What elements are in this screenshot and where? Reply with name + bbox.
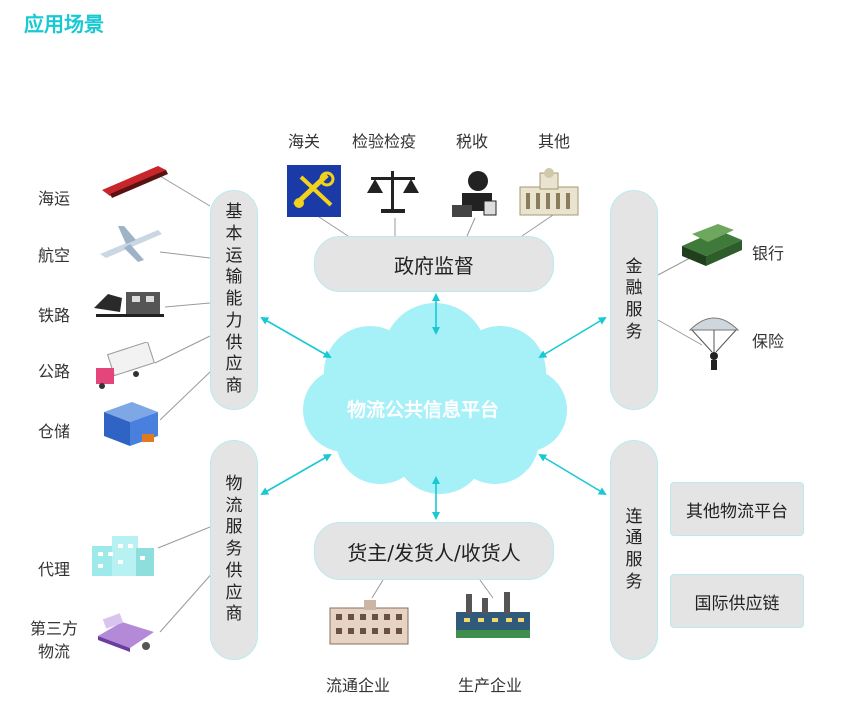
basic-transport-supplier-pill: 基 本 运 输 能 力 供 应 商 <box>210 190 258 410</box>
pill-char: 本 <box>225 223 243 244</box>
pill-char: 力 <box>225 310 243 331</box>
pill-char: 基 <box>225 202 243 223</box>
other-logistics-platform-box: 其他物流平台 <box>670 482 804 536</box>
warehouse-label: 仓储 <box>38 422 71 441</box>
pill-char: 金 <box>625 256 643 277</box>
logistics-label: 物流 <box>38 642 71 661</box>
transport-connectors <box>154 175 211 421</box>
government-supervision-label: 政府监督 <box>394 253 474 278</box>
pill-char: 连 <box>625 506 643 527</box>
distribution-enterprise-label: 流通企业 <box>326 676 391 695</box>
pill-char: 通 <box>625 528 643 549</box>
pill-char: 务 <box>225 539 243 560</box>
other-logistics-platform-label: 其他物流平台 <box>686 501 788 522</box>
ship-icon <box>102 166 168 198</box>
airplane-icon <box>100 226 162 262</box>
sea-transport-label: 海运 <box>38 189 71 208</box>
platform-label: 物流公共信息平台 <box>347 399 500 421</box>
shipper-label: 货主/发货人/收货人 <box>347 540 521 565</box>
logistics-connectors <box>157 526 216 633</box>
production-enterprise-label: 生产企业 <box>458 676 523 695</box>
international-supply-chain-box: 国际供应链 <box>670 574 804 628</box>
distribution-building-icon <box>329 600 409 645</box>
parachute-icon <box>688 317 740 370</box>
finance-connectors <box>657 257 703 346</box>
customs-label: 海关 <box>288 132 321 151</box>
road-transport-label: 公路 <box>38 362 71 381</box>
factory-icon <box>456 592 530 638</box>
international-supply-chain-label: 国际供应链 <box>694 593 780 614</box>
pill-char: 供 <box>225 332 243 353</box>
customs-icon <box>287 165 341 217</box>
pill-char: 服 <box>625 300 643 320</box>
truck-icon <box>96 342 155 389</box>
pill-char: 应 <box>225 582 243 603</box>
agent-label: 代理 <box>38 560 71 579</box>
government-connectors <box>315 214 554 237</box>
shipper-pill: 货主/发货人/收货人 <box>314 522 554 580</box>
pill-char: 商 <box>225 376 243 397</box>
bank-label: 银行 <box>752 244 785 263</box>
pill-char: 能 <box>225 289 243 310</box>
pill-char: 流 <box>225 495 243 516</box>
platform-arrows <box>260 293 607 520</box>
train-icon <box>94 292 164 317</box>
pill-char: 融 <box>625 278 643 299</box>
warehouse-icon <box>104 402 158 446</box>
government-building-icon <box>519 168 579 216</box>
government-supervision-pill: 政府监督 <box>314 236 554 292</box>
pill-char: 商 <box>225 604 243 625</box>
tax-label: 税收 <box>456 132 489 151</box>
connection-service-pill: 连 通 服 务 <box>610 440 658 660</box>
pill-char: 应 <box>225 354 243 375</box>
pill-char: 服 <box>625 550 643 570</box>
pill-char: 服 <box>225 517 243 538</box>
platform-cloud <box>303 303 567 494</box>
insurance-label: 保险 <box>752 332 785 351</box>
air-transport-label: 航空 <box>38 246 71 265</box>
page-title: 应用场景 <box>24 12 104 36</box>
money-stack-icon <box>682 224 742 266</box>
pill-char: 物 <box>225 473 243 494</box>
inspection-label: 检验检疫 <box>352 132 417 151</box>
rail-transport-label: 铁路 <box>38 306 71 325</box>
scales-icon <box>367 171 419 213</box>
office-building-icon <box>92 536 154 576</box>
pill-char: 输 <box>225 267 243 288</box>
pill-char: 务 <box>625 571 643 592</box>
finance-service-pill: 金 融 服 务 <box>610 190 658 410</box>
tax-officer-icon <box>452 171 497 217</box>
third-party-label: 第三方 <box>30 619 79 638</box>
pill-char: 务 <box>625 321 643 342</box>
pill-char: 供 <box>225 560 243 581</box>
logistics-service-supplier-pill: 物 流 服 务 供 应 商 <box>210 440 258 660</box>
third-party-logistics-icon <box>98 613 154 652</box>
other-label: 其他 <box>538 132 571 151</box>
shipper-connectors <box>371 579 494 599</box>
pill-char: 运 <box>225 245 243 266</box>
